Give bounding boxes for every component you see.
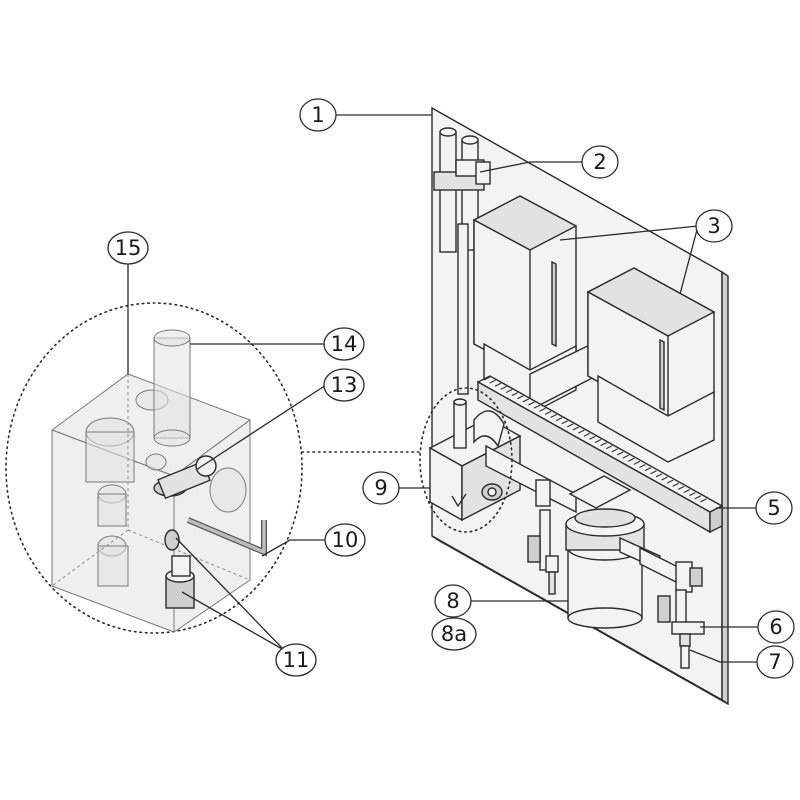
- callout-11-label: 11: [283, 648, 310, 672]
- duct-slot: [561, 420, 568, 425]
- duct-slot: [639, 464, 646, 468]
- duct-slot: [700, 498, 707, 503]
- duct-slot: [611, 448, 618, 453]
- duct-slot: [494, 382, 502, 387]
- duct-slot: [672, 482, 679, 487]
- duct-slot: [689, 492, 696, 497]
- duct-slot: [616, 451, 624, 456]
- duct-slot: [522, 398, 530, 403]
- duct-slot: [694, 495, 702, 500]
- callout-6-label: 6: [769, 615, 782, 639]
- duct-slot: [678, 485, 685, 490]
- leader-lines: [127, 114, 758, 663]
- valve-left: [527, 509, 559, 595]
- callout-14: 14: [323, 327, 365, 361]
- duct-slot: [572, 426, 580, 431]
- callout-5-label: 5: [767, 496, 780, 520]
- callout-14-label: 14: [331, 332, 358, 356]
- duct-slot: [517, 395, 524, 400]
- duct-slot: [661, 476, 668, 481]
- callout-8a-label: 8a: [441, 622, 467, 646]
- duct-slot: [628, 457, 635, 462]
- duct-slot: [500, 385, 507, 390]
- callout-8a: 8a: [431, 617, 477, 651]
- callout-3-label: 3: [707, 214, 720, 238]
- callout-5: 5: [755, 491, 793, 525]
- manifold-block: [428, 398, 522, 522]
- control-box-right: [586, 267, 716, 463]
- duct-slot: [633, 460, 641, 465]
- duct-slot: [583, 432, 591, 437]
- duct-slot: [666, 479, 674, 484]
- duct-slot: [567, 423, 574, 428]
- duct-slot: [683, 489, 691, 493]
- callout-13: 13: [323, 368, 365, 402]
- duct-slot: [550, 414, 557, 418]
- callout-9: 9: [362, 471, 400, 505]
- duct-slot: [655, 473, 663, 478]
- duct-slot: [533, 404, 541, 409]
- duct-slot: [489, 379, 496, 384]
- callout-2-label: 2: [593, 150, 606, 174]
- duct-slot: [605, 445, 613, 450]
- callout-15: 15: [107, 231, 149, 265]
- duct-slot: [594, 439, 602, 443]
- callout-2: 2: [581, 145, 619, 179]
- callout-9-label: 9: [374, 476, 387, 500]
- callout-1: 1: [299, 98, 337, 132]
- callout-1-label: 1: [311, 103, 324, 127]
- right-piping: [639, 546, 705, 669]
- callout-8-label: 8: [446, 589, 459, 613]
- duct-slot: [555, 417, 563, 422]
- callout-10: 10: [324, 523, 366, 557]
- duct-slot: [578, 429, 585, 434]
- callout-11: 11: [275, 643, 317, 677]
- duct-slot: [644, 467, 652, 472]
- detail-view: [5, 302, 513, 634]
- duct-slot: [528, 401, 535, 406]
- duct-slot: [589, 435, 596, 440]
- horizontal-pipe: [485, 444, 632, 514]
- duct-slot: [622, 454, 629, 459]
- callout-7: 7: [756, 645, 794, 679]
- duct-slot: [539, 407, 546, 412]
- callout-13-label: 13: [331, 373, 358, 397]
- callout-6: 6: [757, 610, 795, 644]
- duct-slot: [650, 470, 657, 475]
- duct-slot: [505, 389, 513, 393]
- duct-slot: [600, 442, 607, 447]
- callout-3: 3: [695, 209, 733, 243]
- duct-slot: [544, 410, 552, 415]
- callout-7-label: 7: [768, 650, 781, 674]
- cable-duct: [476, 375, 724, 534]
- callout-10-label: 10: [332, 528, 359, 552]
- filter-housing: [565, 508, 661, 629]
- callout-15-label: 15: [115, 236, 142, 260]
- duct-slot: [483, 376, 491, 381]
- duct-slot: [511, 392, 518, 397]
- callout-8: 8: [434, 584, 472, 618]
